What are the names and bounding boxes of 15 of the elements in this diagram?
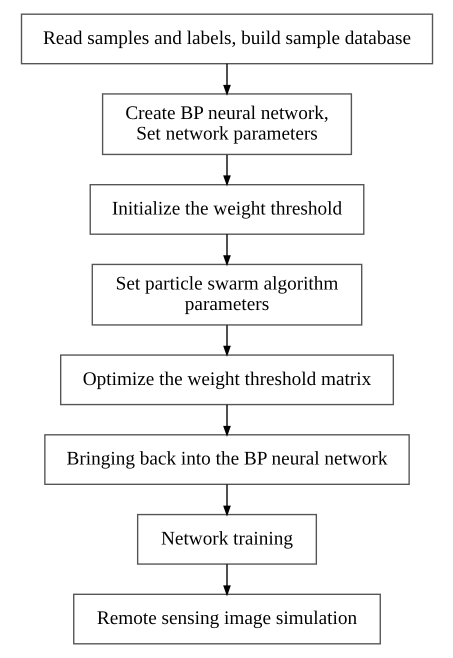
arrow [222, 154, 230, 186]
node-box: Bringing back into the BP neural network [44, 434, 410, 486]
node-box: Remote sensing image simulation [72, 594, 380, 644]
node-box: Create BP neural network, Set network parameters [101, 93, 352, 156]
arrow [222, 564, 230, 596]
node-box: Read samples and labels, build sample database [20, 14, 433, 64]
node-box: Initialize the weight threshold [89, 184, 364, 235]
arrow [222, 234, 230, 266]
arrow [222, 325, 230, 357]
arrow [222, 404, 230, 437]
node-box: Optimize the weight threshold matrix [59, 354, 394, 406]
node-box: Set particle swarm algorithm parameters [91, 264, 362, 326]
node-box: Network training [136, 514, 317, 565]
arrow [222, 484, 230, 517]
arrow [222, 64, 230, 96]
